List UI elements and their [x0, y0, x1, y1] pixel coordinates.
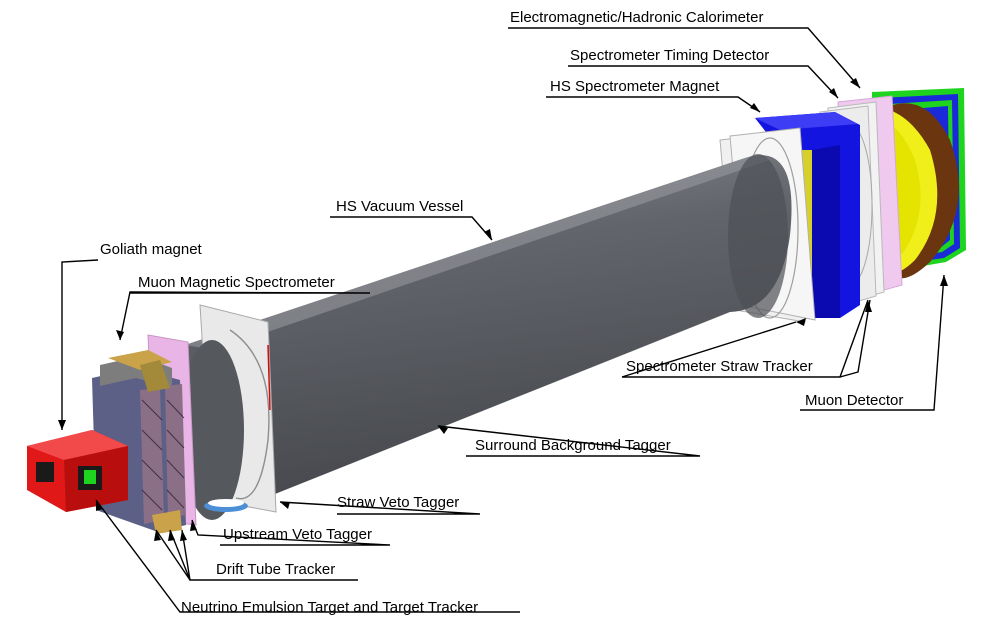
label-muon-detector: Muon Detector	[805, 392, 904, 409]
label-surround-tagger: Surround Background Tagger	[475, 437, 671, 454]
label-vacuum-vessel: HS Vacuum Vessel	[336, 198, 464, 215]
label-upstream-veto: Upstream Veto Tagger	[223, 526, 372, 543]
label-timing-detector: Spectrometer Timing Detector	[570, 47, 770, 64]
label-muon-magnetic-spectrometer: Muon Magnetic Spectrometer	[138, 274, 335, 291]
label-neutrino-target: Neutrino Emulsion Target and Target Trac…	[181, 599, 479, 616]
label-straw-veto: Straw Veto Tagger	[337, 494, 460, 511]
leader-lines	[61, 27, 945, 613]
label-hs-magnet: HS Spectrometer Magnet	[550, 78, 720, 95]
label-calorimeter: Electromagnetic/Hadronic Calorimeter	[510, 9, 764, 26]
straw-veto-base	[204, 499, 248, 512]
label-straw-tracker: Spectrometer Straw Tracker	[626, 358, 813, 375]
vessel-entrance	[180, 340, 244, 520]
arrowheads	[58, 78, 948, 541]
goliath-magnet	[27, 430, 128, 512]
label-goliath: Goliath magnet	[100, 241, 202, 258]
vacuum-vessel-tube	[177, 154, 792, 511]
label-drift-tube: Drift Tube Tracker	[216, 561, 336, 578]
